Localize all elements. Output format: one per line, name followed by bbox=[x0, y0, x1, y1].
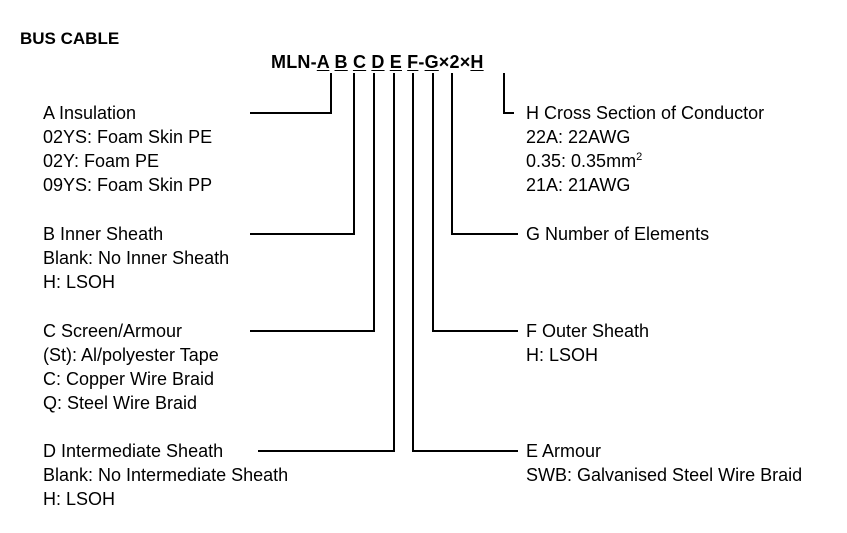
code-g: G bbox=[424, 52, 439, 72]
option: 22A: 22AWG bbox=[526, 127, 631, 147]
heading: C Screen/Armour bbox=[43, 321, 183, 341]
code-c: C bbox=[352, 52, 367, 72]
code-times: ×2× bbox=[438, 52, 471, 72]
group-d-intermediate-sheath: D Intermediate Sheath Blank: No Intermed… bbox=[43, 439, 288, 511]
option: 0.35: 0.35mm2 bbox=[526, 149, 764, 173]
heading: A Insulation bbox=[43, 103, 137, 123]
heading: G Number of Elements bbox=[526, 224, 710, 244]
option: H: LSOH bbox=[43, 272, 116, 292]
group-f-outer-sheath: F Outer Sheath H: LSOH bbox=[526, 319, 649, 367]
line-e bbox=[412, 73, 518, 452]
code-prefix: MLN- bbox=[271, 52, 317, 72]
group-c-screen-armour: C Screen/Armour (St): Al/polyester Tape … bbox=[43, 319, 219, 415]
part-code: MLN-A B C D E F-G×2×H bbox=[271, 52, 484, 73]
option: (St): Al/polyester Tape bbox=[43, 345, 219, 365]
code-f: F bbox=[407, 52, 419, 72]
option-text: 0.35: 0.35mm bbox=[526, 151, 637, 171]
line-f bbox=[432, 73, 518, 332]
code-a: A bbox=[316, 52, 330, 72]
code-b: B bbox=[334, 52, 348, 72]
line-b bbox=[250, 73, 355, 235]
option: H: LSOH bbox=[526, 345, 599, 365]
group-a-insulation: A Insulation 02YS: Foam Skin PE 02Y: Foa… bbox=[43, 101, 212, 197]
superscript: 2 bbox=[636, 151, 643, 163]
group-e-armour: E Armour SWB: Galvanised Steel Wire Brai… bbox=[526, 439, 802, 487]
heading: D Intermediate Sheath bbox=[43, 441, 224, 461]
option: 21A: 21AWG bbox=[526, 175, 631, 195]
line-c bbox=[250, 73, 375, 332]
diagram-title: BUS CABLE bbox=[20, 29, 120, 48]
option: 02YS: Foam Skin PE bbox=[43, 127, 213, 147]
heading: F Outer Sheath bbox=[526, 321, 650, 341]
heading: B Inner Sheath bbox=[43, 224, 164, 244]
group-h-cross-section: H Cross Section of Conductor 22A: 22AWG … bbox=[526, 101, 764, 197]
line-a bbox=[250, 73, 332, 114]
option: C: Copper Wire Braid bbox=[43, 369, 215, 389]
line-h bbox=[503, 73, 514, 114]
option: 02Y: Foam PE bbox=[43, 151, 160, 171]
code-e: E bbox=[389, 52, 402, 72]
line-g bbox=[451, 73, 518, 235]
heading: E Armour bbox=[526, 441, 602, 461]
option: Blank: No Intermediate Sheath bbox=[43, 465, 289, 485]
group-g-elements: G Number of Elements bbox=[526, 222, 709, 246]
code-d: D bbox=[371, 52, 385, 72]
option: Q: Steel Wire Braid bbox=[43, 393, 198, 413]
line-d bbox=[258, 73, 395, 452]
code-h: H bbox=[470, 52, 484, 72]
option: Blank: No Inner Sheath bbox=[43, 248, 230, 268]
heading: H Cross Section of Conductor bbox=[526, 103, 765, 123]
option: 09YS: Foam Skin PP bbox=[43, 175, 213, 195]
group-b-inner-sheath: B Inner Sheath Blank: No Inner Sheath H:… bbox=[43, 222, 229, 294]
code-dash: - bbox=[418, 52, 425, 72]
option: H: LSOH bbox=[43, 489, 116, 509]
option: SWB: Galvanised Steel Wire Braid bbox=[526, 465, 803, 485]
